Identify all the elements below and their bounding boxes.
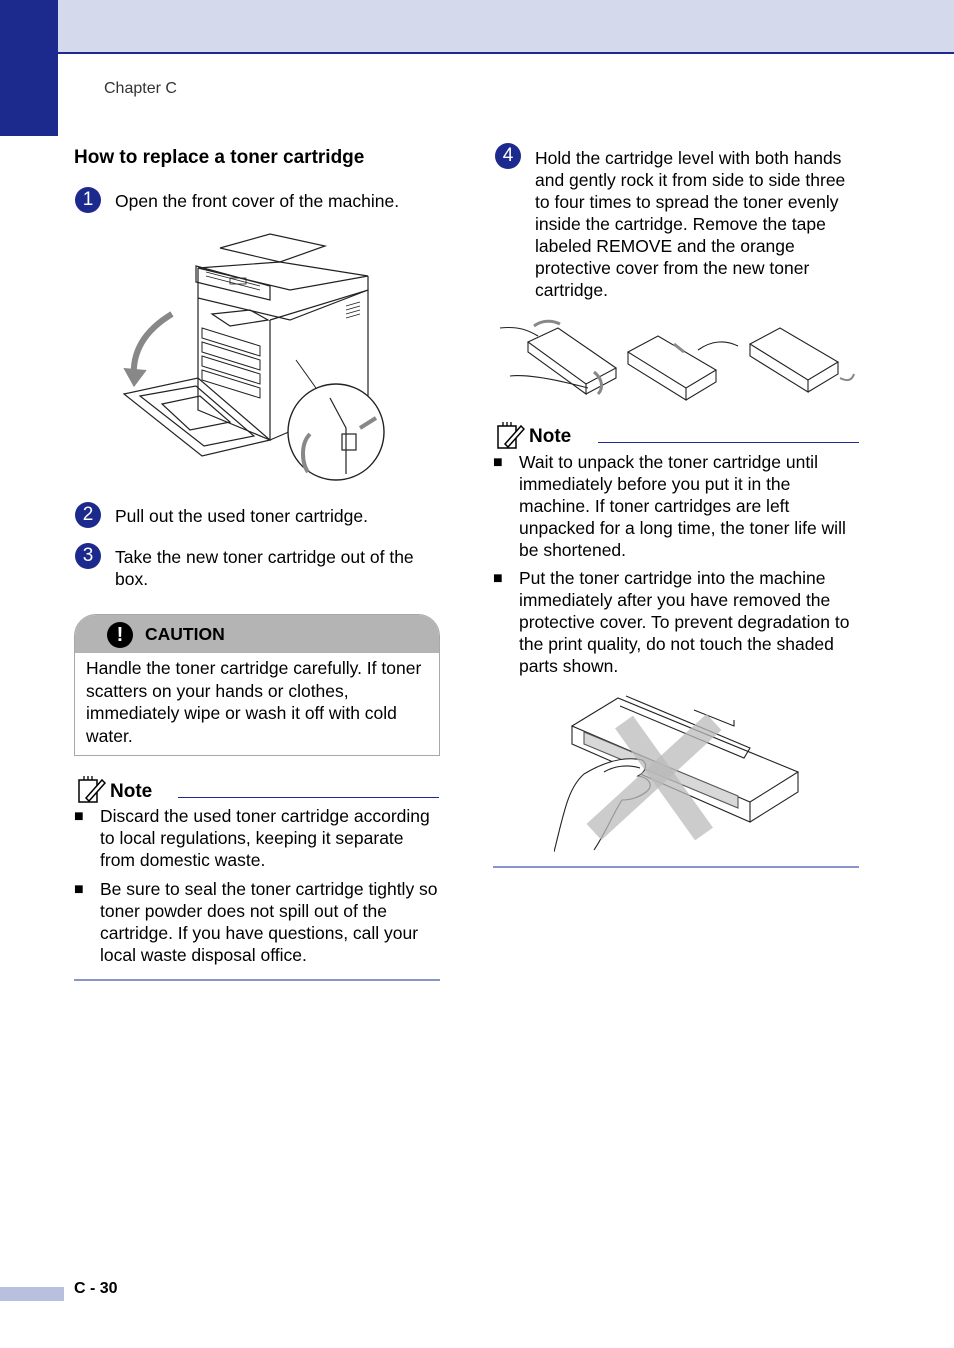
step-2-badge: 2	[75, 502, 101, 528]
header-band	[0, 0, 954, 52]
chapter-tab	[0, 0, 58, 136]
caution-header: ! CAUTION	[75, 615, 439, 653]
cartridge-unpack-illustration	[499, 319, 855, 401]
page-number: C - 30	[74, 1280, 118, 1297]
note-pencil-icon	[497, 422, 525, 449]
header-rule	[58, 52, 954, 54]
note-rule	[598, 442, 859, 443]
section-title: How to replace a toner cartridge	[74, 147, 365, 168]
note-rule	[178, 797, 439, 798]
machine-open-cover-illustration	[122, 233, 385, 481]
caution-text: Handle the toner cartridge carefully. If…	[86, 658, 422, 746]
note-item: Be sure to seal the toner cartridge tigh…	[100, 879, 438, 965]
note-end-rule	[74, 979, 440, 981]
exclamation-icon: !	[107, 622, 133, 648]
bullet-icon: ■	[74, 881, 84, 898]
note-title: Note	[529, 426, 572, 447]
note-item: Discard the used toner cartridge accordi…	[100, 806, 430, 870]
footer-bar	[0, 1287, 64, 1301]
step-1-badge: 1	[75, 187, 101, 213]
step-4-badge: 4	[495, 143, 521, 169]
step-3-text: Take the new toner cartridge out of the …	[115, 547, 414, 589]
note-item: Wait to unpack the toner cartridge until…	[519, 452, 846, 560]
caution-box: ! CAUTION Handle the toner cartridge car…	[74, 614, 440, 756]
step-1-text: Open the front cover of the machine.	[115, 191, 400, 211]
step-3-badge: 3	[75, 543, 101, 569]
bullet-icon: ■	[493, 570, 503, 587]
chapter-label: Chapter C	[104, 80, 177, 97]
step-2-text: Pull out the used toner cartridge.	[115, 506, 368, 526]
caution-title: CAUTION	[145, 624, 225, 644]
do-not-touch-illustration	[554, 695, 800, 853]
step-4-text: Hold the cartridge level with both hands…	[535, 148, 846, 300]
note-pencil-icon	[78, 776, 106, 803]
note-item: Put the toner cartridge into the machine…	[519, 568, 850, 676]
bullet-icon: ■	[74, 808, 84, 825]
bullet-icon: ■	[493, 454, 503, 471]
note-end-rule	[493, 866, 859, 868]
note-title: Note	[110, 781, 153, 802]
